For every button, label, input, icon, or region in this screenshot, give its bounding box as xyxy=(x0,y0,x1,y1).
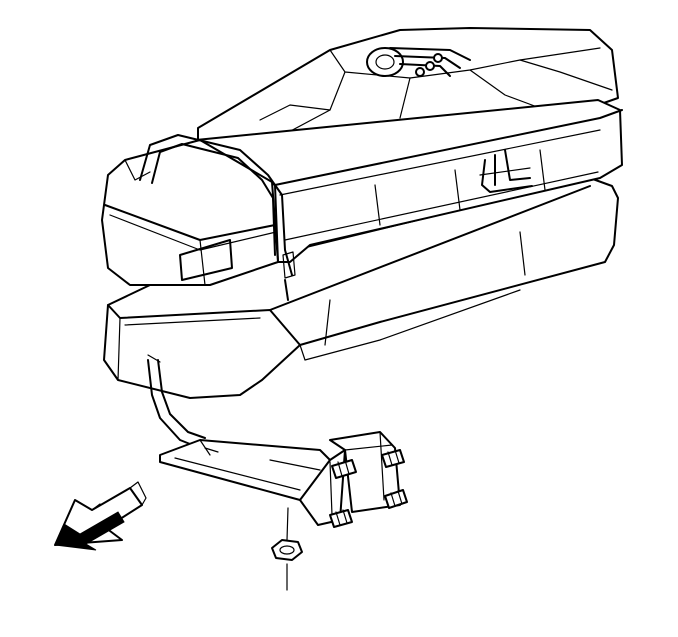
fuel-tank-shield xyxy=(103,177,619,399)
fuel-lines xyxy=(366,47,533,193)
bracket-studs xyxy=(329,449,408,528)
fuel-tank xyxy=(101,27,623,286)
mounting-bracket xyxy=(147,359,401,526)
tank-strap xyxy=(139,134,296,301)
direction-arrow xyxy=(54,481,147,551)
retaining-nut xyxy=(271,507,303,591)
